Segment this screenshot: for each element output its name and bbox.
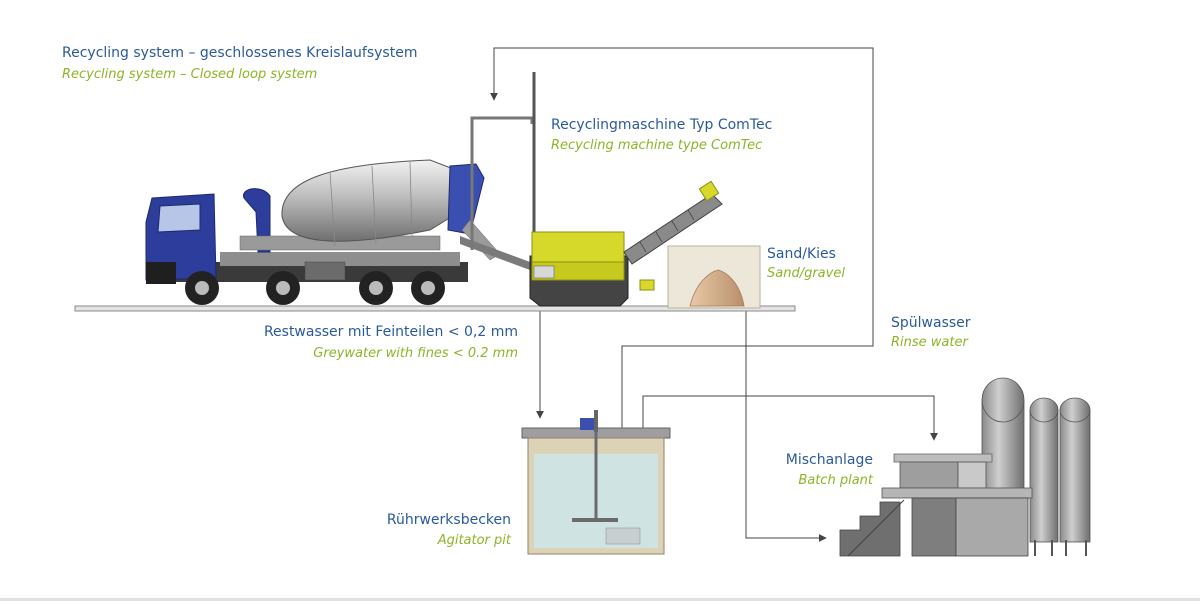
rinse-water-label: Spülwasser xyxy=(891,315,971,331)
agitator-pit xyxy=(521,410,671,555)
closed-loop-line xyxy=(490,47,874,540)
recycling-machine xyxy=(470,72,723,307)
greywater-label-en: Greywater with fines < 0.2 mm xyxy=(313,346,518,361)
ground-platform xyxy=(74,305,796,312)
sand-label-en: Sand/gravel xyxy=(767,266,845,281)
recycling-system-subtitle: Recycling system – Closed loop system xyxy=(62,67,317,82)
agitator-pit-label-en: Agitator pit xyxy=(437,533,512,548)
truck-wheels xyxy=(185,271,445,305)
sand-gravel-bin xyxy=(667,245,761,309)
machine-label: Recyclingmaschine Typ ComTec xyxy=(551,117,772,133)
batch-plant-label: Mischanlage xyxy=(786,452,873,468)
agitator-pit-label: Rührwerksbecken xyxy=(387,512,511,528)
batch-plant-label-en: Batch plant xyxy=(798,473,874,488)
machine-label-en: Recycling machine type ComTec xyxy=(551,138,762,153)
rinse-water-label-en: Rinse water xyxy=(891,335,969,350)
recycling-system-title: Recycling system – geschlossenes Kreisla… xyxy=(62,45,417,61)
bottom-divider xyxy=(0,598,1200,601)
greywater-label: Restwasser mit Feinteilen < 0,2 mm xyxy=(264,324,518,340)
sand-label: Sand/Kies xyxy=(767,246,836,262)
mixer-truck xyxy=(145,159,530,305)
sand-gravel-line xyxy=(745,282,827,542)
batch-plant xyxy=(839,377,1091,557)
